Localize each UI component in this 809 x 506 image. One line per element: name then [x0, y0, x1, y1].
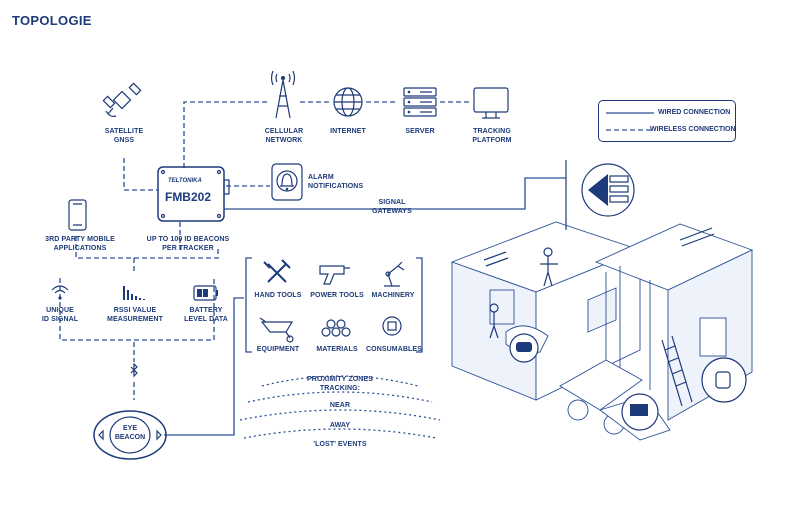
server-label: SERVER	[405, 128, 435, 135]
asset-hand-tools: HAND TOOLS	[254, 292, 302, 299]
asset-materials: MATERIALS	[316, 346, 358, 353]
proximity-lost: 'LOST' EVENTS	[313, 441, 367, 448]
mobile-apps-label: 3RD PARTY MOBILE APPLICATIONS	[45, 236, 115, 252]
asset-machinery: MACHINERY	[371, 292, 415, 299]
battery-icon	[193, 285, 218, 301]
gateway-wire	[224, 177, 566, 210]
satellite-link	[123, 158, 158, 191]
cellular-label: CELLULAR NETWORK	[264, 128, 304, 144]
legend-wired-label: WIRED CONNECTION	[658, 109, 731, 116]
asset-power-tools: POWER TOOLS	[310, 292, 364, 299]
proximity-near: NEAR	[329, 402, 351, 409]
page-title: TOPOLOGIE	[12, 13, 92, 28]
internet-label: INTERNET	[330, 128, 366, 135]
beacon-data-box	[59, 278, 215, 341]
tracking-platform-label: TRACKING PLATFORM	[472, 128, 512, 144]
globe-icon	[333, 87, 363, 117]
asset-equipment: EQUIPMENT	[256, 346, 300, 353]
server-icon	[403, 87, 437, 117]
alarm-label: ALARM NOTIFICATIONS	[308, 174, 364, 190]
satellite-label: SATELLITE GNSS	[104, 128, 144, 144]
smartphone-icon	[68, 199, 87, 231]
asset-bracket-left	[245, 257, 252, 353]
construction-site-illustration	[450, 160, 754, 441]
signal-icon	[51, 285, 69, 300]
cellular-tower-icon	[270, 70, 296, 119]
asset-consumables: CONSUMABLES	[366, 346, 422, 353]
beacon-asset-wire	[164, 297, 244, 436]
hand-tools-icon	[263, 259, 291, 283]
proximity-arc-4	[243, 428, 437, 439]
rssi-label: RSSI VALUE MEASUREMENT	[107, 307, 163, 323]
cellular-link	[183, 101, 268, 168]
beacons-per-tracker-label: UP TO 100 ID BEACONS PER TRACKER	[146, 236, 230, 252]
satellite-icon	[102, 82, 142, 118]
tracker-brand: TELTONIKA	[168, 178, 202, 184]
tracker-device	[157, 166, 230, 222]
proximity-heading: PROXIMITY ZONES TRACKING:	[307, 376, 373, 392]
battery-label: BATTERY LEVEL DATA	[184, 307, 228, 323]
legend	[598, 100, 736, 142]
monitor-icon	[473, 87, 509, 119]
alarm-phone-icon	[271, 163, 303, 201]
proximity-arc-3	[239, 409, 441, 421]
materials-icon	[321, 319, 351, 337]
rssi-icon	[123, 286, 145, 300]
bluetooth-icon	[130, 362, 138, 378]
eye-beacon-device	[93, 410, 167, 460]
unique-id-label: UNIQUE ID SIGNAL	[41, 307, 79, 323]
machinery-icon	[384, 261, 405, 287]
wheelbarrow-icon	[259, 317, 294, 343]
eye-beacon-label: EYE BEACON	[114, 425, 146, 441]
power-tools-icon	[319, 265, 350, 285]
asset-bracket-right	[416, 257, 423, 353]
mobile-link	[75, 236, 219, 259]
signal-gateways-label: SIGNAL GATEWAYS	[372, 199, 412, 215]
proximity-away: AWAY	[329, 422, 351, 429]
legend-wireless-label: WIRELESS CONNECTION	[650, 126, 736, 133]
tracker-model: FMB202	[164, 190, 211, 204]
consumables-icon	[382, 316, 402, 336]
proximity-arc-2	[247, 391, 433, 403]
